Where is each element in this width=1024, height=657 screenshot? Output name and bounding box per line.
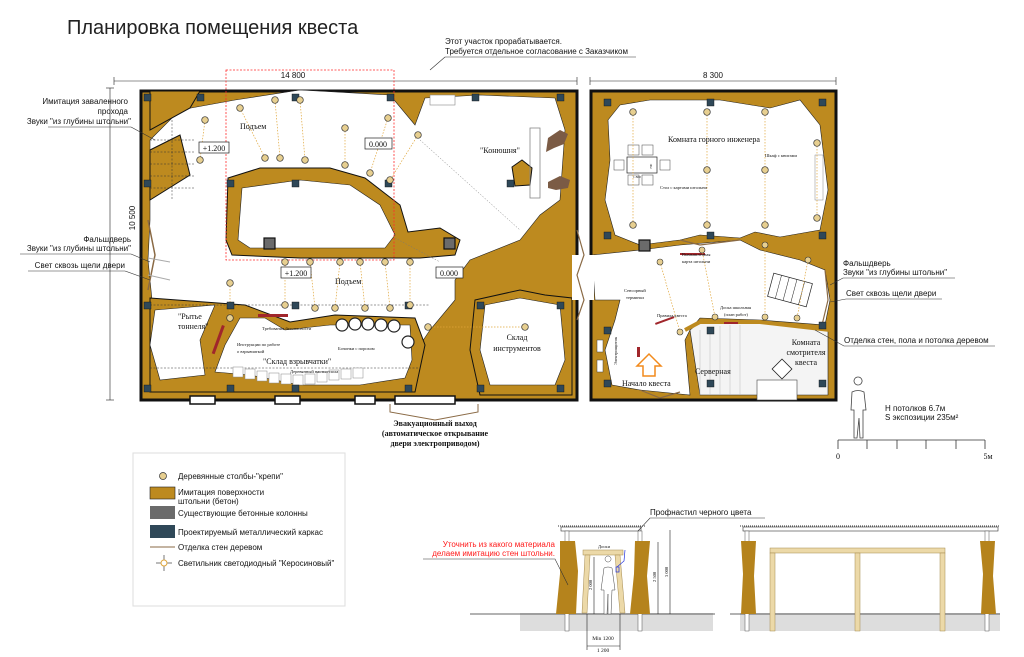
label-server-room: Серверная bbox=[695, 367, 731, 376]
evacuation-3: двери электроприводом) bbox=[390, 439, 479, 448]
label-rise-2: Подъем bbox=[335, 277, 361, 286]
concrete-columns bbox=[263, 237, 651, 252]
label-level-2: +1.200 bbox=[285, 269, 308, 278]
page-title: Планировка помещения квеста bbox=[67, 17, 359, 39]
scale-bar bbox=[837, 439, 986, 449]
label-tunnel-1: "Рытье bbox=[178, 312, 202, 321]
label-instr-2: о взрывчаткой bbox=[237, 349, 265, 354]
label-instr-1: Инструкции по работе bbox=[237, 342, 280, 347]
warning-1: Уточнить из какого материала bbox=[443, 540, 556, 549]
lamp-icon bbox=[156, 555, 172, 571]
label-quest-start: Начало квеста bbox=[622, 379, 671, 388]
callout-sounds-2: Звуки "из глубины штольни" bbox=[27, 244, 131, 253]
callout-right-light: Свет сквозь щели двери bbox=[846, 289, 936, 298]
label-floor: Деревянный настил-пола bbox=[290, 369, 338, 374]
left-building bbox=[139, 89, 579, 405]
label-tunnel-2: тоннеля" bbox=[178, 322, 208, 331]
label-rules: Правила квеста bbox=[657, 313, 687, 318]
evacuation-1: Эвакуационный выход bbox=[393, 419, 477, 428]
note-top-1: Этот участок прорабатывается. bbox=[445, 37, 562, 46]
callout-light: Свет сквозь щели двери bbox=[35, 261, 125, 270]
label-watcher-1: Комната bbox=[792, 338, 821, 347]
label-engineer-room: Комната горного инженера bbox=[668, 135, 760, 144]
label-map-table: Стол с картами штольни bbox=[660, 185, 708, 190]
legend: Деревянные столбы-"крепи" Имитация повер… bbox=[132, 452, 346, 607]
ceiling-height: H потолков 6.7м bbox=[885, 404, 945, 413]
section-boards: Доски bbox=[598, 544, 611, 549]
label-table-width: 1 800 bbox=[633, 175, 641, 179]
wooden-posts bbox=[196, 96, 821, 331]
start-arrow-icon bbox=[635, 352, 663, 377]
label-watcher-3: квеста bbox=[795, 358, 818, 367]
horse-icon bbox=[548, 176, 570, 190]
map-table bbox=[626, 156, 658, 174]
legend-ochre-2: штольни (бетон) bbox=[178, 497, 239, 506]
kerosene-lamps bbox=[656, 241, 812, 336]
dim-10500: 10 500 bbox=[128, 205, 137, 230]
post-connections bbox=[199, 99, 818, 333]
legend-frame: Проектируемый металлический каркас bbox=[178, 528, 323, 537]
callout-sounds-1: Звуки "из глубины штольни" bbox=[27, 117, 131, 126]
label-electrical-panel: Электрощиток bbox=[613, 336, 618, 365]
section-roof-label: Профнастил черного цвета bbox=[650, 508, 752, 517]
scale-end: 5м bbox=[983, 452, 992, 461]
label-terminal-2: терминал bbox=[626, 295, 645, 300]
label-zero-1: 0.000 bbox=[369, 140, 387, 149]
callout-wood-finish: Отделка стен, пола и потолка деревом bbox=[844, 336, 989, 345]
label-bookcase: Шкаф с книгами bbox=[765, 153, 798, 158]
label-level-1: +1.200 bbox=[203, 144, 226, 153]
human-silhouette-icon bbox=[850, 376, 867, 439]
label-board-2: (план работ) bbox=[724, 312, 748, 317]
label-explosives-store: "Склад взрывчатки" bbox=[263, 357, 331, 366]
exposition-area: S экспозиции 235м² bbox=[885, 413, 959, 422]
section-h2000: 2 000 bbox=[588, 579, 593, 590]
human-silhouette-icon bbox=[600, 555, 616, 615]
label-fake-map-2: карта штольни bbox=[682, 259, 711, 264]
horse-icon bbox=[546, 130, 568, 152]
label-safety: Требования безопасности bbox=[262, 326, 312, 331]
metal-frame-columns bbox=[143, 93, 827, 393]
section-min: Min 1200 bbox=[592, 636, 614, 642]
bookcase bbox=[814, 154, 824, 201]
label-zero-2: 0.000 bbox=[440, 269, 458, 278]
section-right bbox=[730, 525, 1000, 632]
right-building bbox=[572, 89, 838, 402]
label-rise-1: Подъем bbox=[240, 122, 266, 131]
callout-right-falsedoor: Фальшдверь bbox=[843, 259, 891, 268]
dimension-left-width: 14 800 bbox=[113, 71, 578, 85]
section-h2500: 2 500 bbox=[652, 571, 657, 582]
warning-2: делаем имитацию стен штольни. bbox=[432, 549, 555, 558]
legend-columns: Существующие бетонные колонны bbox=[178, 509, 308, 518]
legend-wood: Отделка стен деревом bbox=[178, 543, 262, 552]
dimension-height: 10 500 bbox=[106, 87, 137, 401]
label-barrels: Бочонки с порохом bbox=[338, 346, 375, 351]
barrels bbox=[335, 317, 415, 349]
callout-right-sounds: Звуки "из глубины штольни" bbox=[843, 268, 947, 277]
label-tools-1: Склад bbox=[507, 333, 528, 342]
section-w1200: 1 200 bbox=[597, 648, 610, 654]
callout-collapsed-1: Имитация заваленного bbox=[42, 97, 128, 106]
label-board-1: Доска школьная bbox=[720, 305, 751, 310]
note-top-2: Требуется отдельное согласование с Заказ… bbox=[445, 47, 628, 56]
callout-falsedoor: Фальшдверь bbox=[83, 235, 131, 244]
callout-collapsed-2: прохода bbox=[98, 107, 129, 116]
label-stable: "Конюшня" bbox=[480, 146, 520, 155]
label-table-height: 700 bbox=[649, 164, 653, 170]
dimension-right-width: 8 300 bbox=[589, 71, 837, 85]
section-left: Доски 2 000 2 500 3 000 Min 1200 1 200 bbox=[470, 525, 715, 654]
label-terminal-1: Сенсорный bbox=[624, 288, 646, 293]
label-fake-map-1: Вымышленная bbox=[682, 252, 711, 257]
label-watcher-2: смотрителя bbox=[786, 348, 825, 357]
dim-8300: 8 300 bbox=[703, 71, 724, 80]
legend-posts: Деревянные столбы-"крепи" bbox=[178, 472, 283, 481]
note-leader bbox=[429, 56, 446, 71]
section-h3000: 3 000 bbox=[664, 566, 669, 577]
legend-ochre-1: Имитация поверхности bbox=[178, 488, 264, 497]
dim-14800: 14 800 bbox=[281, 71, 306, 80]
evacuation-2: (автоматическое открывание bbox=[382, 429, 489, 438]
label-tools-2: инструментов bbox=[493, 344, 541, 353]
scale-start: 0 bbox=[836, 452, 840, 461]
legend-lamp: Светильник светодиодный "Керосиновый" bbox=[178, 559, 334, 568]
